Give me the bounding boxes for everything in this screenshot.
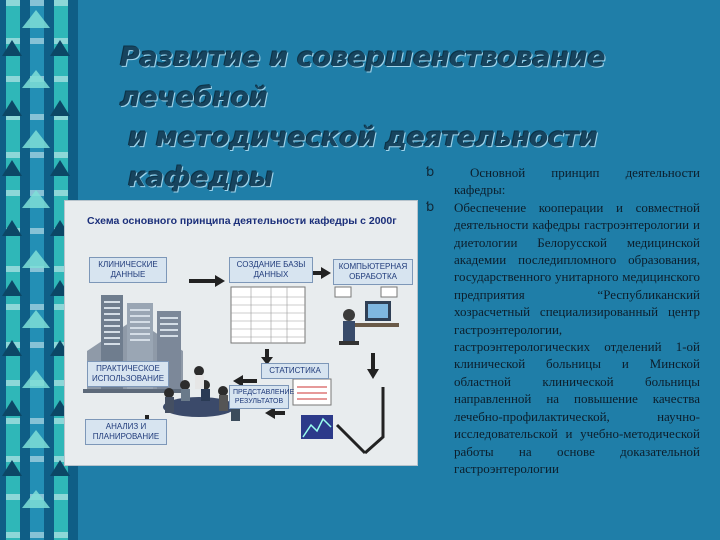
diagram-box-database: СОЗДАНИЕ БАЗЫ ДАННЫХ (229, 257, 313, 283)
diagram-box-label: ДАННЫЕ (110, 270, 146, 279)
diagram-box-label: ИСПОЛЬЗОВАНИЕ (91, 374, 165, 383)
diagram-box-label: КОМПЬЮТЕРНАЯ (338, 262, 408, 271)
bullet-marker-icon: ƅ (426, 199, 435, 215)
slide-title-line-1: Развитие и совершенствование лечебной (120, 42, 606, 113)
diagram-box-practical-use: ПРАКТИЧЕСКОЕ ИСПОЛЬЗОВАНИЕ (87, 361, 169, 387)
bullet-list: ƅ Основной принцип деятельности кафедры:… (424, 164, 700, 477)
database-table-icon (230, 286, 306, 344)
diagram-box-label: ОБРАБОТКА (349, 272, 397, 281)
bullet-marker-icon: ƅ (426, 165, 435, 180)
diagram-image: Схема основного принципа деятельности ка… (64, 200, 418, 466)
diagram-box-label: ПРАКТИЧЕСКОЕ (96, 364, 160, 373)
diagram-box-label: АНАЛИЗ И (105, 422, 147, 431)
slide-title-line-2: и методической деятельности кафедры (128, 122, 598, 193)
strip-arrows-decoration (2, 10, 70, 508)
computer-workstation-icon (334, 286, 399, 345)
statistics-chart-icon (292, 378, 333, 439)
slide-title: Развитие и совершенствование лечебной и … (120, 38, 710, 198)
meeting-people-icon (163, 366, 240, 421)
diagram-box-statistics: СТАТИСТИКА (261, 363, 329, 379)
diagram-box-label: РЕЗУЛЬТАТОВ (234, 398, 284, 405)
diagram-box-computer-processing: КОМПЬЮТЕРНАЯ ОБРАБОТКА (333, 259, 413, 285)
curved-arrow-icon (335, 387, 385, 455)
diagram-box-label: ПЛАНИРОВАНИЕ (92, 432, 160, 441)
diagram-box-label: КЛИНИЧЕСКИЕ (98, 260, 158, 269)
bullet-item: ƅ Основной принцип деятельности кафедры: (424, 164, 700, 199)
diagram-box-label: ДАННЫХ (253, 270, 289, 279)
bullet-item: ƅ Обеспечение кооперации и совместной де… (424, 199, 700, 478)
diagram-box-clinical-data: КЛИНИЧЕСКИЕ ДАННЫЕ (89, 257, 167, 283)
bullet-text: Основной принцип деятельности кафедры: (454, 165, 700, 198)
diagram-heading: Схема основного принципа деятельности ка… (87, 215, 397, 227)
diagram-box-results: ПРЕДСТАВЛЕНИЕ РЕЗУЛЬТАТОВ (229, 385, 295, 409)
diagram-box-analysis: АНАЛИЗ И ПЛАНИРОВАНИЕ (85, 419, 167, 445)
diagram-box-label: СОЗДАНИЕ БАЗЫ (236, 260, 306, 269)
diagram-box-label: СТАТИСТИКА (269, 366, 321, 375)
bullet-text: Обеспечение кооперации и совместной деят… (454, 199, 700, 476)
diagram-box-label: ПРЕДСТАВЛЕНИЕ (233, 389, 295, 396)
